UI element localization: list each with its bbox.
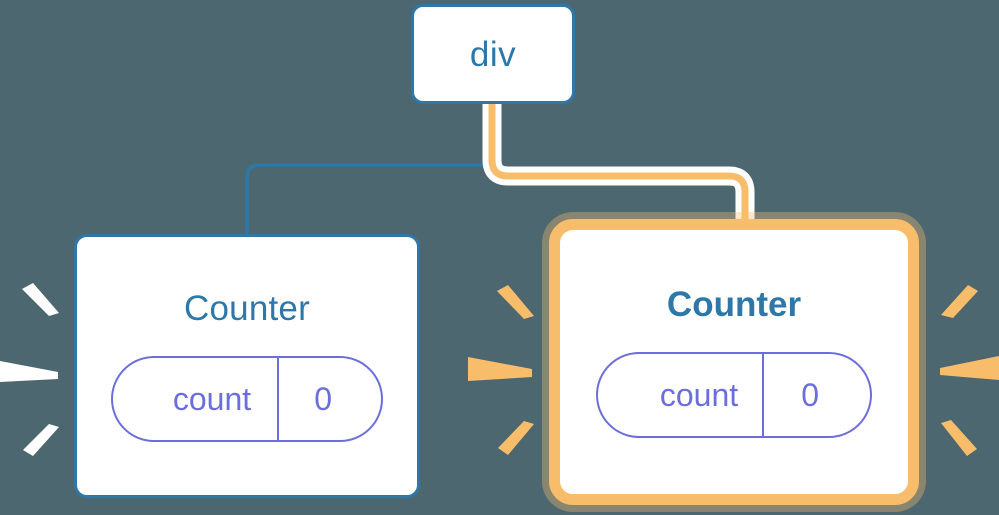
node-counter-right-title: Counter [666, 284, 802, 324]
state-key-left: count [172, 380, 252, 417]
state-pill-left: count 0 [110, 355, 384, 442]
state-value-left: 0 [277, 357, 381, 440]
state-value-right: 0 [762, 353, 870, 436]
node-counter-left-title: Counter [184, 288, 310, 328]
state-key-right: count [659, 376, 739, 413]
node-counter-left[interactable]: Counter count 0 [74, 234, 420, 498]
edge-div-to-right-counter [488, 100, 749, 240]
state-pill-right: count 0 [595, 351, 873, 438]
edge-div-to-right-counter-halo [482, 94, 755, 246]
node-div-label: div [469, 34, 517, 74]
edge-div-to-left-counter [245, 102, 494, 238]
node-counter-right[interactable]: Counter count 0 [549, 219, 919, 505]
node-div[interactable]: div [411, 4, 575, 104]
